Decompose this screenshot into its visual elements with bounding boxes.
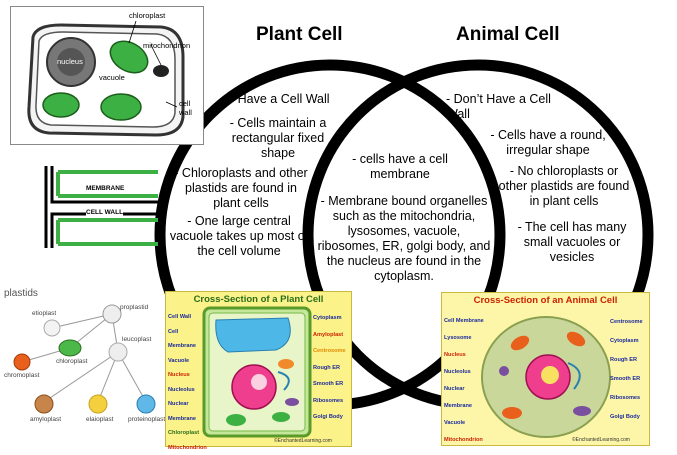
- animal-label-0: Cell Membrane: [444, 313, 484, 330]
- animal-cross-section: Cross-Section of an Animal Cell Cell Mem…: [441, 292, 650, 446]
- label-proplastid: proplastid: [120, 304, 148, 311]
- animal-point-no-wall: - Don’t Have a Cell Wall: [446, 92, 556, 122]
- etioplast-icon: [44, 320, 60, 336]
- label-nucleus: nucleus: [57, 57, 83, 66]
- animal-rlabel-0: Centrosome: [610, 313, 649, 332]
- animal-point-plastids: - No chloroplasts or other plastids are …: [494, 164, 634, 209]
- elaioplast-icon: [89, 395, 107, 413]
- plant-rlabel-0: Cytoplasm: [313, 310, 351, 327]
- plant-rlabel-2: Centrosome: [313, 343, 351, 360]
- animal-rlabel-4: Ribosomes: [610, 389, 649, 408]
- plant-label-5: Nuclear Membrane: [168, 397, 204, 426]
- plant-right-labels: Cytoplasm Amyloplast Centrosome Rough ER…: [313, 310, 351, 426]
- chromoplast-icon: [14, 354, 30, 370]
- plant-rlabel-1: Amyloplast: [313, 327, 351, 344]
- label-membrane: MEMBRANE: [86, 185, 124, 192]
- plant-label-6: Chloroplast: [168, 426, 204, 441]
- animal-label-5: Vacuole: [444, 415, 484, 432]
- animal-rlabel-2: Rough ER: [610, 351, 649, 370]
- mitochondrion-shape: [153, 65, 169, 77]
- animal-label-6: Mitochondrion: [444, 432, 484, 449]
- label-chromoplast: chromoplast: [4, 372, 39, 379]
- label-chloroplast-plastid: chloroplast: [56, 358, 87, 365]
- plant-cross-section: Cross-Section of a Plant Cell Cell Wall …: [165, 291, 352, 447]
- label-amyloplast: amyloplast: [30, 416, 61, 423]
- animal-label-4: Nuclear Membrane: [444, 381, 484, 415]
- animal-cell-title: Animal Cell: [456, 24, 559, 46]
- animal-label-3: Nucleolus: [444, 364, 484, 381]
- plant-point-shape: - Cells maintain a rectangular fixed sha…: [222, 116, 334, 161]
- shared-point-organelles: - Membrane bound organelles such as the …: [316, 194, 492, 284]
- cell-wall-sketch: MEMBRANE CELL WALL: [38, 162, 164, 252]
- animal-credit: ©EnchantedLearning.com: [572, 437, 630, 443]
- proplastid-icon: [103, 305, 121, 323]
- label-elaioplast: elaioplast: [86, 416, 113, 423]
- animal-right-labels: Centrosome Cytoplasm Rough ER Smooth ER …: [610, 313, 649, 427]
- label-cell-wall-sketch: CELL WALL: [86, 209, 123, 216]
- animal-rlabel-1: Cytoplasm: [610, 332, 649, 351]
- shared-point-membrane: - cells have a cell membrane: [330, 152, 470, 182]
- plant-credit: ©EnchantedLearning.com: [274, 438, 332, 444]
- plant-label-2: Vacuole: [168, 354, 204, 369]
- plant-point-plastids: - Chloroplasts and other plastids are fo…: [170, 166, 312, 211]
- plant-rlabel-6: Golgi Body: [313, 409, 351, 426]
- plant-label-4: Nucleolus: [168, 383, 204, 398]
- label-proteinoplast: proteinoplast: [128, 416, 165, 423]
- label-mitochondrion: mitochondrion: [143, 41, 190, 50]
- label-vacuole: vacuole: [99, 73, 125, 82]
- plant-label-0: Cell Wall: [168, 310, 204, 325]
- animal-left-labels: Cell Membrane Lysosome Nucleus Nucleolus…: [444, 313, 484, 449]
- plant-point-vacuole: - One large central vacuole takes up mos…: [166, 214, 312, 259]
- plant-left-labels: Cell Wall Cell Membrane Vacuole Nucleus …: [168, 310, 204, 455]
- animal-rlabel-3: Smooth ER: [610, 370, 649, 389]
- amyloplast-icon: [35, 395, 53, 413]
- plant-label-1: Cell Membrane: [168, 325, 204, 354]
- label-chloroplast: chloroplast: [129, 11, 165, 20]
- plant-rlabel-5: Ribosomes: [313, 393, 351, 410]
- plant-point-cell-wall: - Have a Cell Wall: [230, 92, 380, 107]
- label-etioplast: etioplast: [32, 310, 56, 317]
- plant-label-3: Nucleus: [168, 368, 204, 383]
- cell-wall-sketch-drawing: [38, 162, 164, 252]
- plant-cell-sketch: chloroplast mitochondrion nucleus vacuol…: [10, 6, 204, 145]
- animal-point-shape: - Cells have a round, irregular shape: [484, 128, 612, 158]
- label-cell-wall: cell wall: [179, 99, 203, 117]
- leucoplast-icon: [109, 343, 127, 361]
- plastids-diagram: plastids proplastid etioplast chloroplas…: [0, 286, 170, 446]
- plant-rlabel-3: Rough ER: [313, 360, 351, 377]
- animal-point-vacuoles: - The cell has many small vacuoles or ve…: [502, 220, 642, 265]
- plant-rlabel-4: Smooth ER: [313, 376, 351, 393]
- plant-cell-title: Plant Cell: [256, 24, 343, 46]
- animal-label-2: Nucleus: [444, 347, 484, 364]
- animal-label-1: Lysosome: [444, 330, 484, 347]
- animal-rlabel-5: Golgi Body: [610, 408, 649, 427]
- plastids-heading: plastids: [4, 288, 38, 299]
- chloroplast-plastid-icon: [59, 340, 81, 356]
- label-leucoplast: leucoplast: [122, 336, 151, 343]
- proteinoplast-icon: [137, 395, 155, 413]
- plant-label-7: Mitochondrion: [168, 441, 204, 455]
